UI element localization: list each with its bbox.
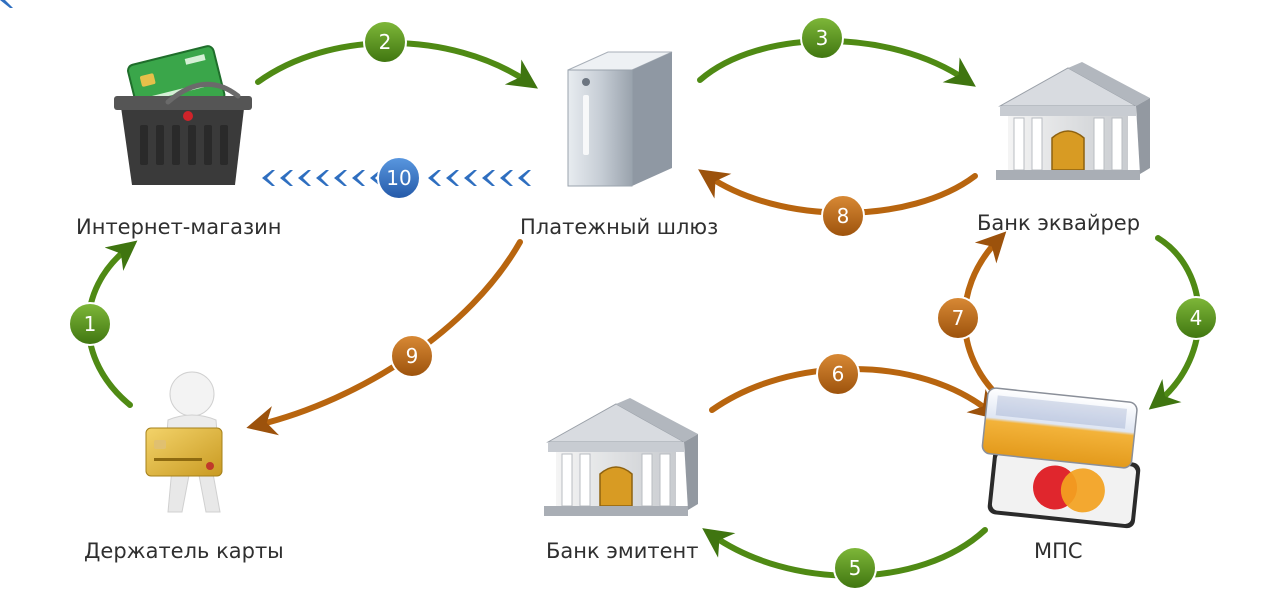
svg-text:9: 9 (406, 344, 419, 368)
step-badge-9: 9 (390, 334, 434, 378)
node-label-shop: Интернет-магазин (76, 215, 282, 239)
step-badge-1: 1 (68, 302, 112, 346)
svg-text:4: 4 (1190, 306, 1203, 330)
shopping-basket-with-card-icon (114, 45, 252, 185)
step-badge-10: 10 (377, 156, 421, 200)
svg-text:5: 5 (849, 556, 862, 580)
arrow-step-9 (246, 239, 523, 436)
step-badge-2: 2 (363, 20, 407, 64)
bank-building-icon (544, 398, 698, 516)
step-badge-8: 8 (821, 194, 865, 238)
server-icon (567, 51, 673, 187)
svg-text:2: 2 (379, 30, 392, 54)
bank-building-icon (996, 62, 1150, 180)
svg-text:8: 8 (837, 204, 850, 228)
svg-text:1: 1 (84, 312, 97, 336)
node-label-mps: МПС (1034, 539, 1083, 563)
payment-cards-icon (981, 387, 1141, 529)
svg-text:6: 6 (832, 362, 845, 386)
node-label-acquirer: Банк эквайрер (977, 211, 1140, 235)
node-label-gateway: Платежный шлюз (520, 215, 718, 239)
svg-text:3: 3 (816, 26, 829, 50)
svg-text:7: 7 (952, 306, 965, 330)
step-badge-3: 3 (800, 16, 844, 60)
node-label-cardholder: Держатель карты (84, 539, 284, 563)
person-holding-card-icon (145, 371, 223, 513)
node-label-issuer: Банк эмитент (546, 539, 699, 563)
step-badge-6: 6 (816, 352, 860, 396)
arrow-step-10 (0, 0, 531, 186)
step-badge-4: 4 (1174, 296, 1218, 340)
step-badge-5: 5 (833, 546, 877, 590)
step-badge-7: 7 (936, 296, 980, 340)
svg-text:10: 10 (386, 166, 411, 190)
